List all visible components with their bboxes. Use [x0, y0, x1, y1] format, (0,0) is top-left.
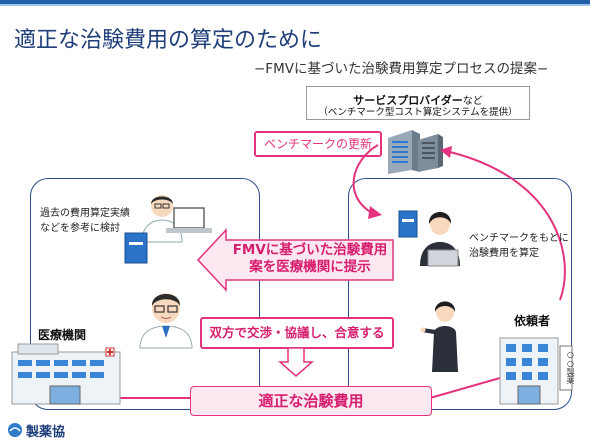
- sponsor-note-line1: ベンチマークをもとに: [469, 233, 569, 244]
- notebook-icon: [398, 210, 418, 238]
- medical-note-line2: などを参考に検討: [40, 222, 120, 234]
- negotiation-label: 双方で交渉・協議し、合意する: [209, 325, 385, 340]
- sponsor-note-line2: 治験費用を算定: [469, 247, 539, 259]
- sponsor-building-icon: [499, 337, 573, 405]
- top-accent-line: [0, 4, 590, 6]
- top-accent-bar: [0, 0, 590, 4]
- medical-institution-panel: [30, 178, 260, 410]
- sponsor-note: ベンチマークをもとに 治験費用を算定: [469, 232, 569, 261]
- result-box: 適正な治験費用: [190, 386, 432, 416]
- medical-institution-label: 医療機関: [38, 328, 87, 342]
- jpma-logo-text: 製薬協: [26, 425, 66, 440]
- benchmark-update-label: ベンチマークの更新: [263, 137, 372, 151]
- service-provider-detail: （ベンチマーク型コスト算定システムを提供）: [318, 107, 518, 118]
- sponsor-staff-laptop-illustration: [420, 212, 460, 267]
- sponsor-building-sign: ○○製薬: [566, 350, 575, 384]
- page-subtitle: −FMVに基づいた治験費用算定プロセスの提案−: [254, 61, 549, 77]
- book-icon: [124, 232, 148, 264]
- sponsor-label: 依頼者: [514, 314, 551, 328]
- fmv-proposal-line1: FMVに基づいた治験費用: [232, 242, 388, 258]
- medical-note: 過去の費用算定実績 などを参考に検討: [40, 207, 130, 236]
- doctor-laptop-illustration: [141, 195, 212, 243]
- server-icon: [388, 130, 443, 174]
- service-provider-suffix: など: [462, 96, 483, 107]
- down-arrow: [278, 347, 314, 377]
- page-title: 適正な治験費用の算定のために: [14, 28, 323, 53]
- presenter-illustration: [420, 301, 458, 372]
- medical-note-line1: 過去の費用算定実績: [40, 208, 130, 219]
- service-provider-box: サービスプロバイダーなど （ベンチマーク型コスト算定システムを提供）: [306, 86, 530, 120]
- fmv-proposal-arrow: [196, 228, 394, 292]
- benchmark-update-box: ベンチマークの更新: [254, 131, 382, 157]
- fmv-proposal-text: FMVに基づいた治験費用 案を医療機関に提示: [228, 242, 392, 276]
- service-provider-name: サービスプロバイダー: [353, 94, 463, 107]
- negotiation-box: 双方で交渉・協議し、合意する: [200, 317, 394, 349]
- sponsor-panel: [348, 178, 572, 410]
- fmv-proposal-line2: 案を医療機関に提示: [249, 259, 371, 275]
- hospital-building-icon: [11, 343, 121, 405]
- result-label: 適正な治験費用: [258, 392, 364, 410]
- doctor-illustration: [139, 293, 193, 349]
- jpma-logo-icon: [8, 423, 22, 437]
